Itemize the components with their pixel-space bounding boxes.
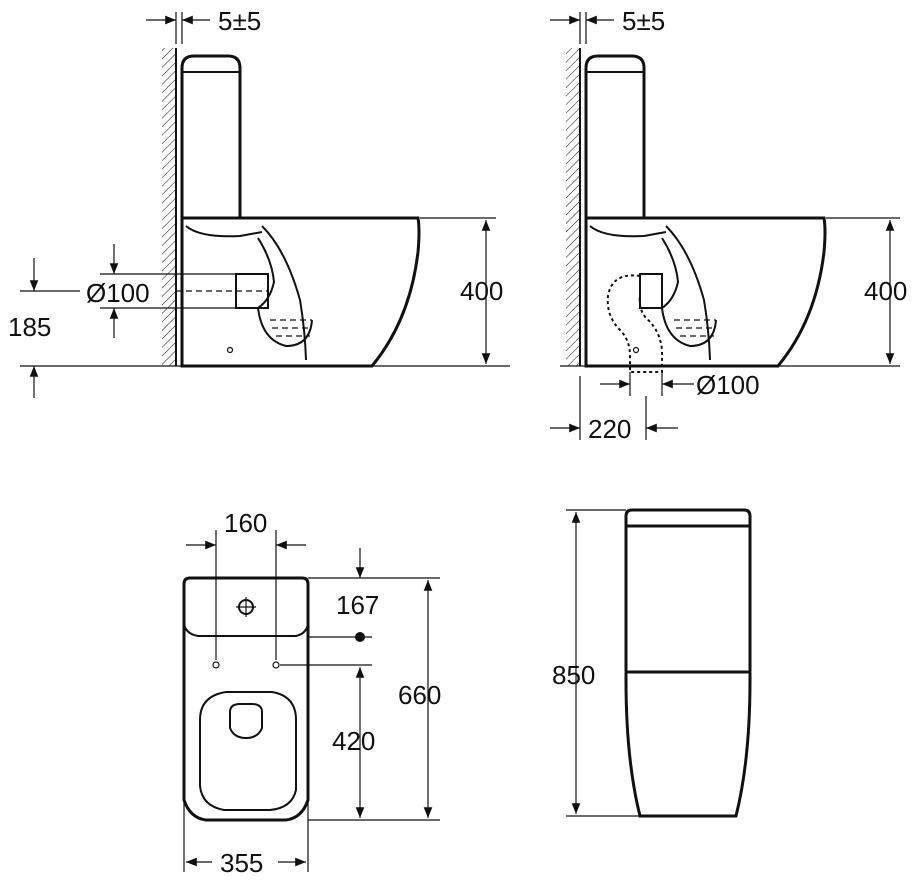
wall-hatch [162, 48, 176, 366]
cistern-outline [584, 54, 646, 218]
cistern-lid [624, 508, 752, 528]
outlet-height-label: 185 [8, 312, 51, 342]
side-view-floor-outlet: 5±5 400 Ø100 220 [550, 6, 907, 444]
cistern-body [624, 526, 752, 674]
cistern-outline [180, 54, 242, 218]
fixing-hole [632, 346, 640, 354]
outlet-spigot [639, 273, 663, 309]
bowl-to-fixing-label: 420 [332, 726, 375, 756]
seat-height-label: 400 [864, 276, 907, 306]
wall-hatch [566, 48, 580, 366]
outlet-diameter-label: Ø100 [86, 278, 150, 308]
top-view: 160 660 167 420 355 [182, 508, 441, 878]
total-height-label: 850 [552, 660, 595, 690]
total-depth-label: 660 [398, 680, 441, 710]
seat-outline [199, 691, 297, 811]
front-view: 850 [552, 508, 752, 818]
trap-outer [665, 225, 711, 361]
seat-line [589, 225, 667, 238]
outlet-offset-label: 220 [588, 414, 631, 444]
cistern-front-edge [183, 623, 309, 637]
wall-gap-label: 5±5 [218, 6, 261, 36]
wall-gap-label: 5±5 [622, 6, 665, 36]
floor-bend-dashed [606, 274, 663, 373]
seat-height-label: 400 [460, 276, 503, 306]
bowl-opening [229, 703, 263, 740]
pan-body [624, 672, 752, 818]
fixing-hole [226, 346, 234, 354]
seat-line [185, 225, 263, 238]
side-view-back-outlet: 5±5 Ø100 185 400 [8, 6, 510, 398]
outlet-diameter-label: Ø100 [696, 370, 760, 400]
fixing-spacing-label: 160 [224, 508, 267, 538]
bowl-outline [180, 216, 421, 368]
bowl-outline [584, 216, 827, 368]
fixing-point-right [272, 661, 280, 669]
fixing-point-left [212, 661, 220, 669]
fixing-offset-label: 167 [336, 590, 379, 620]
width-label: 355 [220, 848, 263, 878]
